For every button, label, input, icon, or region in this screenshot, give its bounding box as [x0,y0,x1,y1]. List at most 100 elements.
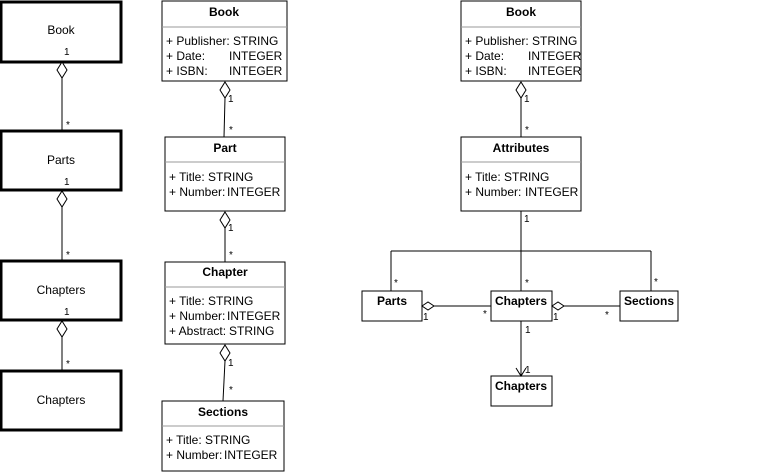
multiplicity-source: 1 [64,47,70,58]
right-attributes-class: Attributes + Title: STRING + Number: INT… [460,136,582,212]
multiplicity-target: 1 [525,365,531,376]
multiplicity-source: 1 [553,312,559,323]
left-book-box [0,0,123,64]
right-chapters-child-class: Chapters [490,375,553,407]
left-parts-chapters-connector: 1 * [56,177,70,261]
attr-name: + Abstract: [169,324,226,338]
multiplicity-target: * [525,125,529,136]
attr-type: INTEGER [525,185,579,199]
multiplicity-source: 1 [423,312,429,323]
attr-type: STRING [233,34,278,48]
multiplicity-source: 1 [64,307,70,318]
multiplicity-source: 1 [64,177,70,188]
middle-sections-class: Sections + Title: STRING + Number: INTEG… [161,400,285,472]
attr-type: INTEGER [229,64,283,78]
aggregation-diamond-icon [421,301,435,311]
attr-type: STRING [208,170,253,184]
class-title: Book [209,5,239,19]
attr-name: + Number: [169,309,225,323]
attr-name: + Date: [166,49,205,63]
aggregation-diamond-icon [56,190,68,208]
attr-name: + Title: [169,170,205,184]
left-chapters-child-label: Chapters [37,393,86,407]
multiplicity-sections: * [654,277,658,288]
multiplicity-target: * [605,310,609,321]
attr-type: STRING [205,433,250,447]
left-chapters-child-box [0,369,123,432]
attr-name: + ISBN: [166,64,208,78]
right-chapters-sections-connector: 1 * [551,301,620,323]
arrowhead-icon [515,367,527,377]
right-book-class: Book + Publisher: STRING + Date: INTEGER… [460,0,582,82]
attr-type: STRING [229,324,274,338]
multiplicity-root: 1 [524,214,530,225]
aggregation-diamond-icon [56,320,68,338]
middle-part-chapter-connector: 1 * [219,211,234,262]
middle-part-class: Part + Title: STRING + Number: INTEGER [164,136,286,212]
attr-type: INTEGER [528,49,582,63]
left-parts-label: Parts [47,153,75,167]
left-chapters-box [0,259,123,322]
right-book-attributes-connector: 1 * [515,81,530,137]
attr-type: STRING [208,294,253,308]
class-title: Sections [198,405,248,419]
left-chapters-label: Chapters [37,283,86,297]
attr-type: STRING [532,34,577,48]
multiplicity-target: * [229,250,233,261]
left-column: Book Parts Chapters Chapters 1 * 1 * 1 * [0,0,123,432]
class-title: Chapters [495,379,547,393]
multiplicity-source: 1 [524,94,530,105]
class-title: Attributes [493,141,550,155]
attr-name: + Publisher: [166,34,230,48]
attr-name: + Number: [166,448,222,462]
left-book-parts-connector: 1 * [56,47,70,131]
attr-name: + Title: [169,294,205,308]
right-chapters-child-connector: 1 1 [515,321,531,377]
attr-name: + Publisher: [465,34,529,48]
class-title: Sections [624,294,674,308]
attr-name: + Number: [169,185,225,199]
middle-book-class: Book + Publisher: STRING + Date: INTEGER… [161,0,288,82]
attr-type: INTEGER [224,448,278,462]
multiplicity-source: 1 [228,223,234,234]
middle-column: Book + Publisher: STRING + Date: INTEGER… [161,0,288,472]
class-title: Parts [377,294,407,308]
class-title: Book [506,5,536,19]
attr-type: INTEGER [229,49,283,63]
right-attributes-tree-connector: 1 * * * [390,211,658,291]
left-parts-box [0,129,123,192]
multiplicity-source: 1 [228,358,234,369]
multiplicity-target: * [229,385,233,396]
attr-name: + Title: [465,170,501,184]
multiplicity-source: 1 [525,325,531,336]
attr-name: + Number: [465,185,521,199]
class-title: Chapter [202,265,248,279]
left-book-label: Book [47,23,75,37]
multiplicity-target: * [66,359,70,370]
multiplicity-target: * [66,250,70,261]
multiplicity-target: * [483,309,487,320]
class-title: Part [213,141,236,155]
attr-type: INTEGER [528,64,582,78]
class-title: Chapters [495,294,547,308]
multiplicity-target: * [66,120,70,131]
right-parts-chapters-connector: 1 * [421,301,491,323]
right-chapters-class: Chapters [490,290,553,322]
attr-name: + Date: [465,49,504,63]
multiplicity-source: 1 [228,94,234,105]
aggregation-diamond-icon [551,301,565,311]
left-chapters-chapters-connector: 1 * [56,307,70,371]
aggregation-diamond-icon [56,61,68,79]
attr-type: STRING [504,170,549,184]
right-sections-class: Sections [619,290,679,322]
multiplicity-chapters: * [525,278,529,289]
multiplicity-parts: * [394,278,398,289]
attr-type: INTEGER [227,309,281,323]
middle-book-part-connector: 1 * [219,81,234,138]
attr-type: INTEGER [227,185,281,199]
right-diagram: Book + Publisher: STRING + Date: INTEGER… [361,0,679,407]
right-parts-class: Parts [361,290,423,322]
attr-name: + Title: [166,433,202,447]
multiplicity-target: * [229,125,233,136]
